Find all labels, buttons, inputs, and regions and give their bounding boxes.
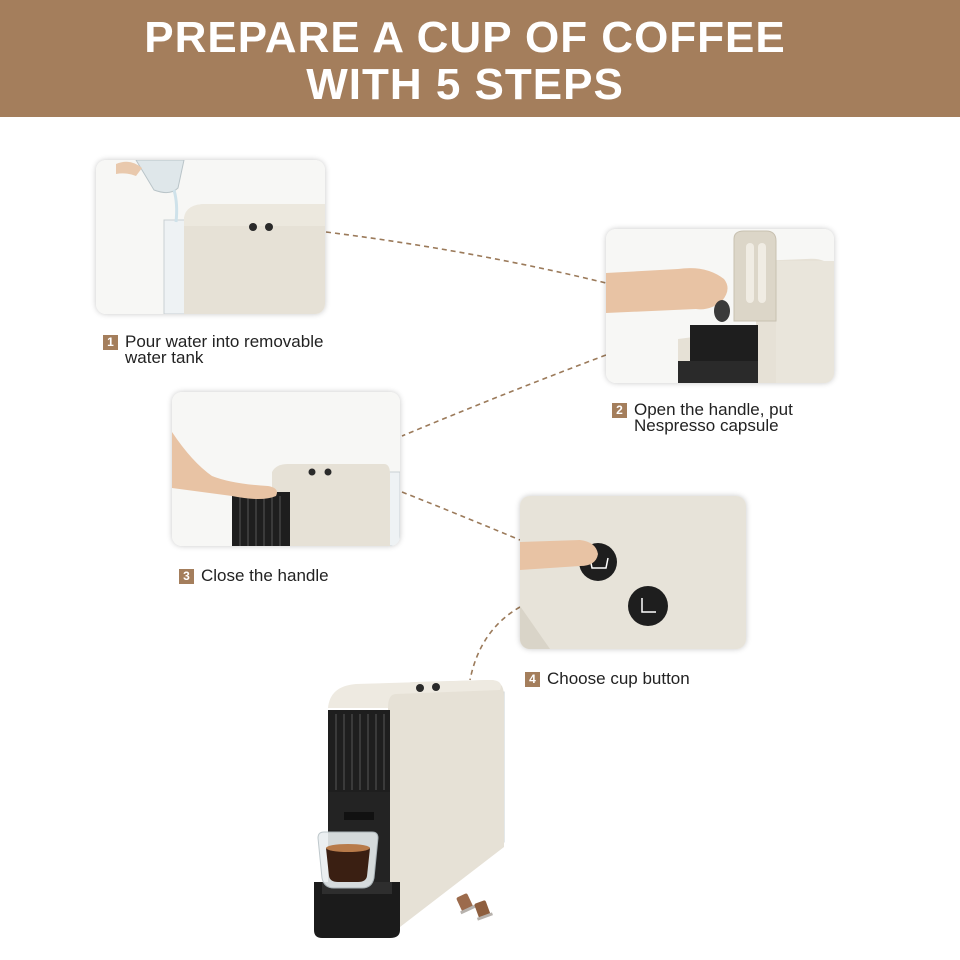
step-4-text: Choose cup button [547, 669, 690, 688]
connector-2-3 [401, 354, 607, 437]
step-3-label: 3 Close the handle [179, 566, 329, 585]
connector-3-4 [401, 491, 521, 541]
step-1-text: Pour water into removable water tank [125, 332, 324, 367]
step-2-badge: 2 [612, 403, 627, 418]
header-banner: PREPARE A CUP OF COFFEE WITH 5 STEPS [0, 0, 960, 117]
step-3-text: Close the handle [201, 566, 329, 585]
step-4-photo [520, 496, 746, 649]
step-3-photo [172, 392, 400, 546]
step-4-label: 4 Choose cup button [525, 669, 690, 688]
step-2-photo [606, 229, 834, 383]
coffee-machine-product-image [314, 680, 505, 938]
step-1-label: 1 Pour water into removable water tank [103, 332, 324, 367]
page-title-line-2: WITH 5 STEPS [306, 60, 624, 109]
connector-4-machine [469, 606, 521, 681]
connector-1-2 [325, 231, 607, 284]
step-4-badge: 4 [525, 672, 540, 687]
step-1-badge: 1 [103, 335, 118, 350]
step-2-label: 2 Open the handle, put Nespresso capsule [612, 400, 793, 435]
step-1-photo [96, 160, 325, 314]
page-title-line-1: PREPARE A CUP OF COFFEE [144, 13, 786, 62]
step-3-badge: 3 [179, 569, 194, 584]
step-2-text: Open the handle, put Nespresso capsule [634, 400, 793, 435]
